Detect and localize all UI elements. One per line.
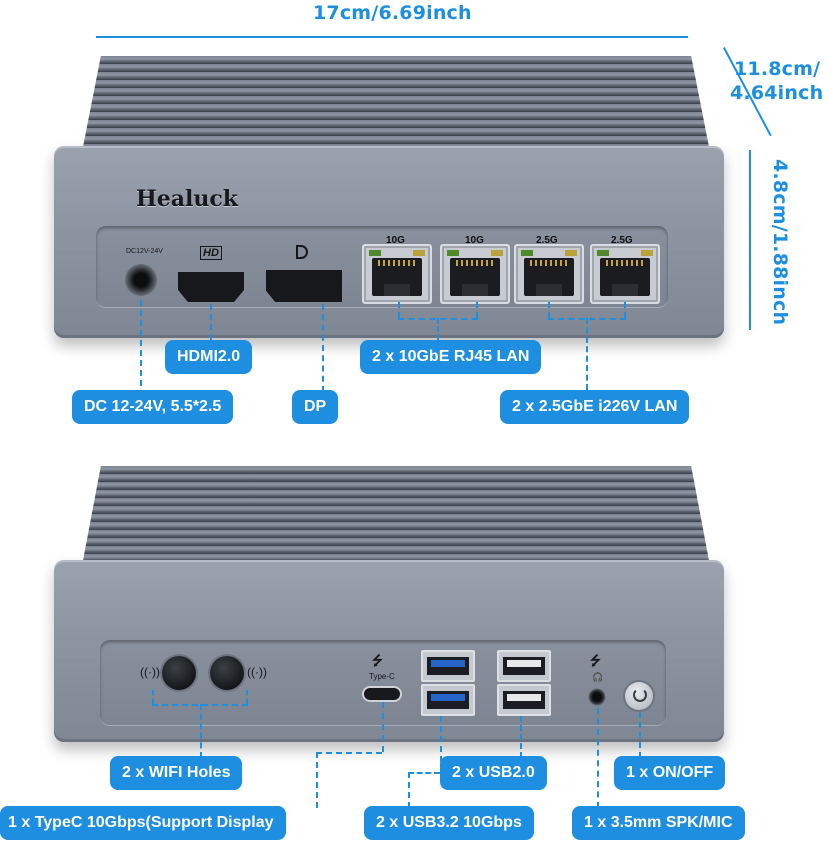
height-dimension-line — [749, 150, 751, 330]
bracket-lan25-left — [548, 302, 550, 318]
height-dimension: 4.8cm/1.88inch — [769, 159, 791, 326]
lan-port-2-5g-2 — [590, 244, 660, 304]
leader-usb2 — [520, 716, 522, 758]
bracket-lan10-right — [476, 302, 478, 318]
leader-typec-a — [382, 702, 384, 752]
audio-jack — [588, 688, 606, 706]
usb-icon-audio: ⭍ — [590, 653, 601, 668]
leader-dp — [322, 304, 324, 392]
typec-port — [364, 688, 400, 700]
bottom-device-heatsink — [82, 466, 710, 566]
leader-dc — [140, 300, 142, 396]
label-dc: DC 12-24V, 5.5*2.5 — [72, 390, 234, 424]
leader-usb3-b — [408, 772, 440, 774]
displayport-icon — [296, 245, 308, 259]
usb2-port-2 — [497, 684, 551, 716]
lan-speed-label-3: 2.5G — [536, 235, 558, 246]
hdmi-port — [178, 272, 244, 302]
lan-port-2-5g-1 — [514, 244, 584, 304]
dc-power-jack — [125, 264, 157, 296]
label-audio: 1 x 3.5mm SPK/MIC — [572, 806, 745, 840]
leader-audio — [597, 708, 599, 808]
label-dp: DP — [292, 390, 339, 424]
wifi-icon-left: ((·)) — [140, 665, 160, 679]
label-hdmi: HDMI2.0 — [165, 340, 253, 374]
dc-symbol-label: DC12V-24V — [126, 248, 163, 255]
power-icon — [633, 688, 647, 702]
brand-logo: Healuck — [136, 186, 239, 212]
leader-typec-c — [316, 752, 318, 808]
leader-hdmi — [210, 304, 212, 340]
usb-icon-typec: ⭍ — [372, 653, 383, 668]
leader-onoff — [639, 712, 641, 758]
label-usb3: 2 x USB3.2 10Gbps — [364, 806, 534, 840]
wifi-antenna-hole-1 — [162, 656, 196, 690]
leader-usb3-a — [440, 716, 442, 772]
leader-typec-b — [316, 752, 382, 754]
leader-lan10 — [437, 318, 439, 340]
label-lan10: 2 x 10GbE RJ45 LAN — [360, 340, 542, 374]
depth-dimension-line2: 4.64inch — [730, 82, 824, 104]
displayport-port — [266, 270, 342, 302]
usb3-port-1 — [421, 650, 475, 682]
label-usb2: 2 x USB2.0 — [440, 756, 547, 790]
leader-lan25 — [586, 318, 588, 390]
leader-usb3-c — [408, 772, 410, 808]
bracket-wifi-left — [152, 690, 154, 704]
lan-port-10g-2 — [440, 244, 510, 304]
bracket-lan10-left — [398, 302, 400, 318]
bracket-lan25-right — [624, 302, 626, 318]
wifi-antenna-hole-2 — [210, 656, 244, 690]
lan-speed-label-4: 2.5G — [611, 235, 633, 246]
label-lan25: 2 x 2.5GbE i226V LAN — [500, 390, 690, 424]
depth-dimension-line1: 11.8cm/ — [734, 58, 821, 80]
bracket-wifi-right — [246, 690, 248, 704]
top-device-heatsink — [82, 56, 710, 152]
leader-wifi — [200, 704, 202, 758]
hdmi-icon: HD — [200, 246, 222, 260]
lan-speed-label-1: 10G — [386, 235, 405, 246]
label-wifi: 2 x WIFI Holes — [110, 756, 243, 790]
wifi-icon-right: ((·)) — [247, 665, 267, 679]
mic-icon: 🎧 — [592, 672, 604, 682]
lan-speed-label-2: 10G — [465, 235, 484, 246]
usb2-port-1 — [497, 650, 551, 682]
typec-text: Type-C — [369, 672, 395, 681]
lan-port-10g-1 — [362, 244, 432, 304]
label-onoff: 1 x ON/OFF — [614, 756, 726, 790]
label-typec: 1 x TypeC 10Gbps(Support Display — [0, 806, 286, 840]
usb3-port-2 — [421, 684, 475, 716]
width-dimension: 17cm/6.69inch — [313, 2, 472, 24]
width-dimension-line — [96, 36, 688, 38]
